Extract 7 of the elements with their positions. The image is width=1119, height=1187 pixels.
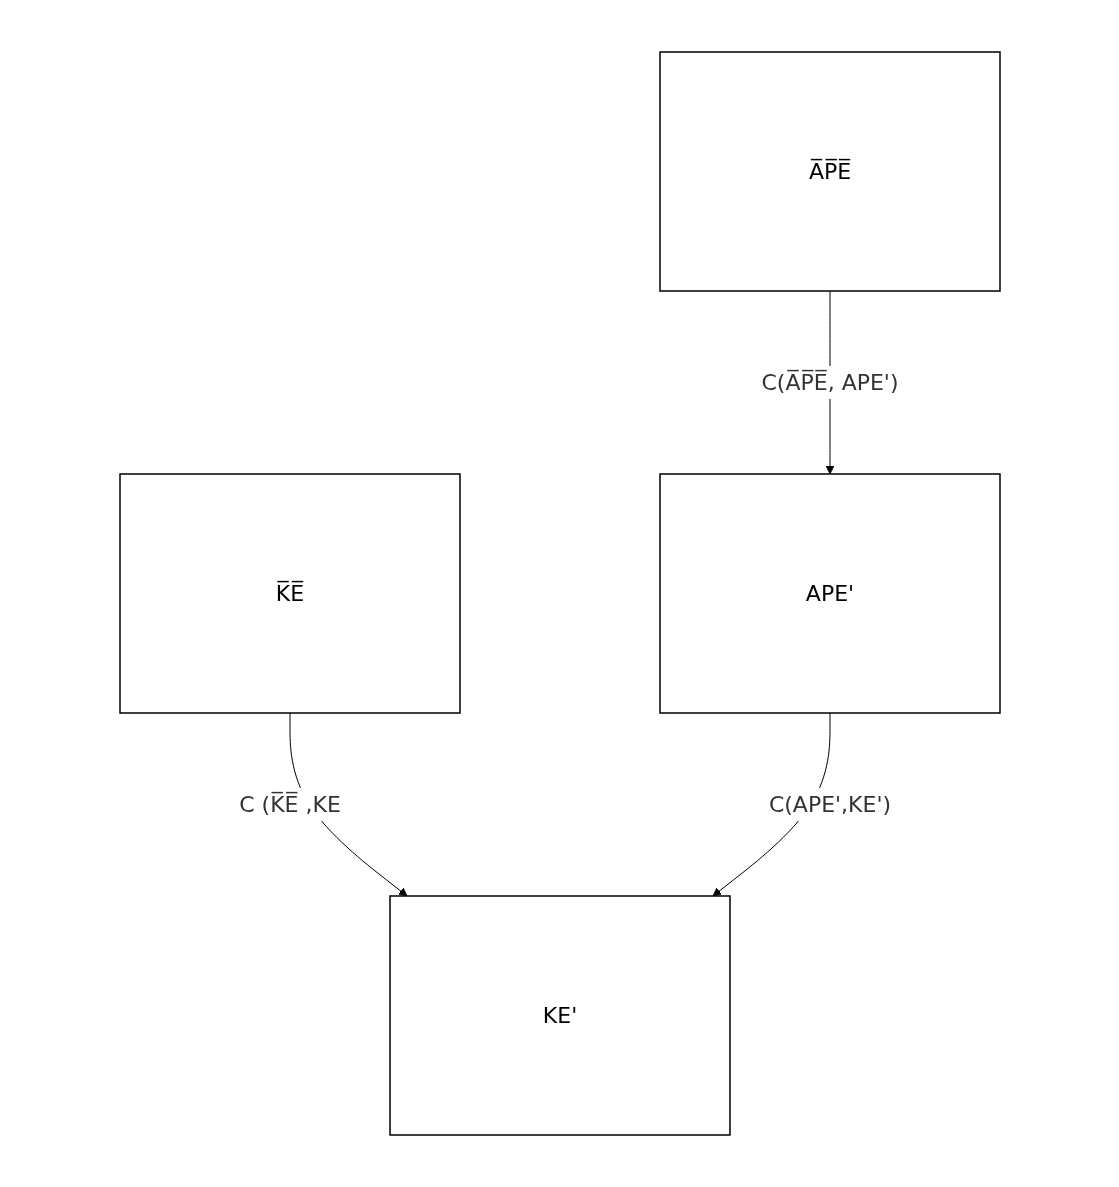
node-box: A̅P̅E̅	[658, 51, 1001, 292]
edge-label: C(APE',KE')	[768, 792, 891, 817]
node-box: APE'	[658, 473, 1001, 714]
edge-label: C (K̅E̅ ,KE	[238, 792, 341, 817]
edge-label: C(A̅P̅E̅, APE')	[761, 370, 898, 395]
node-box: K̅E̅	[118, 473, 461, 714]
node-box: KE'	[388, 895, 731, 1136]
